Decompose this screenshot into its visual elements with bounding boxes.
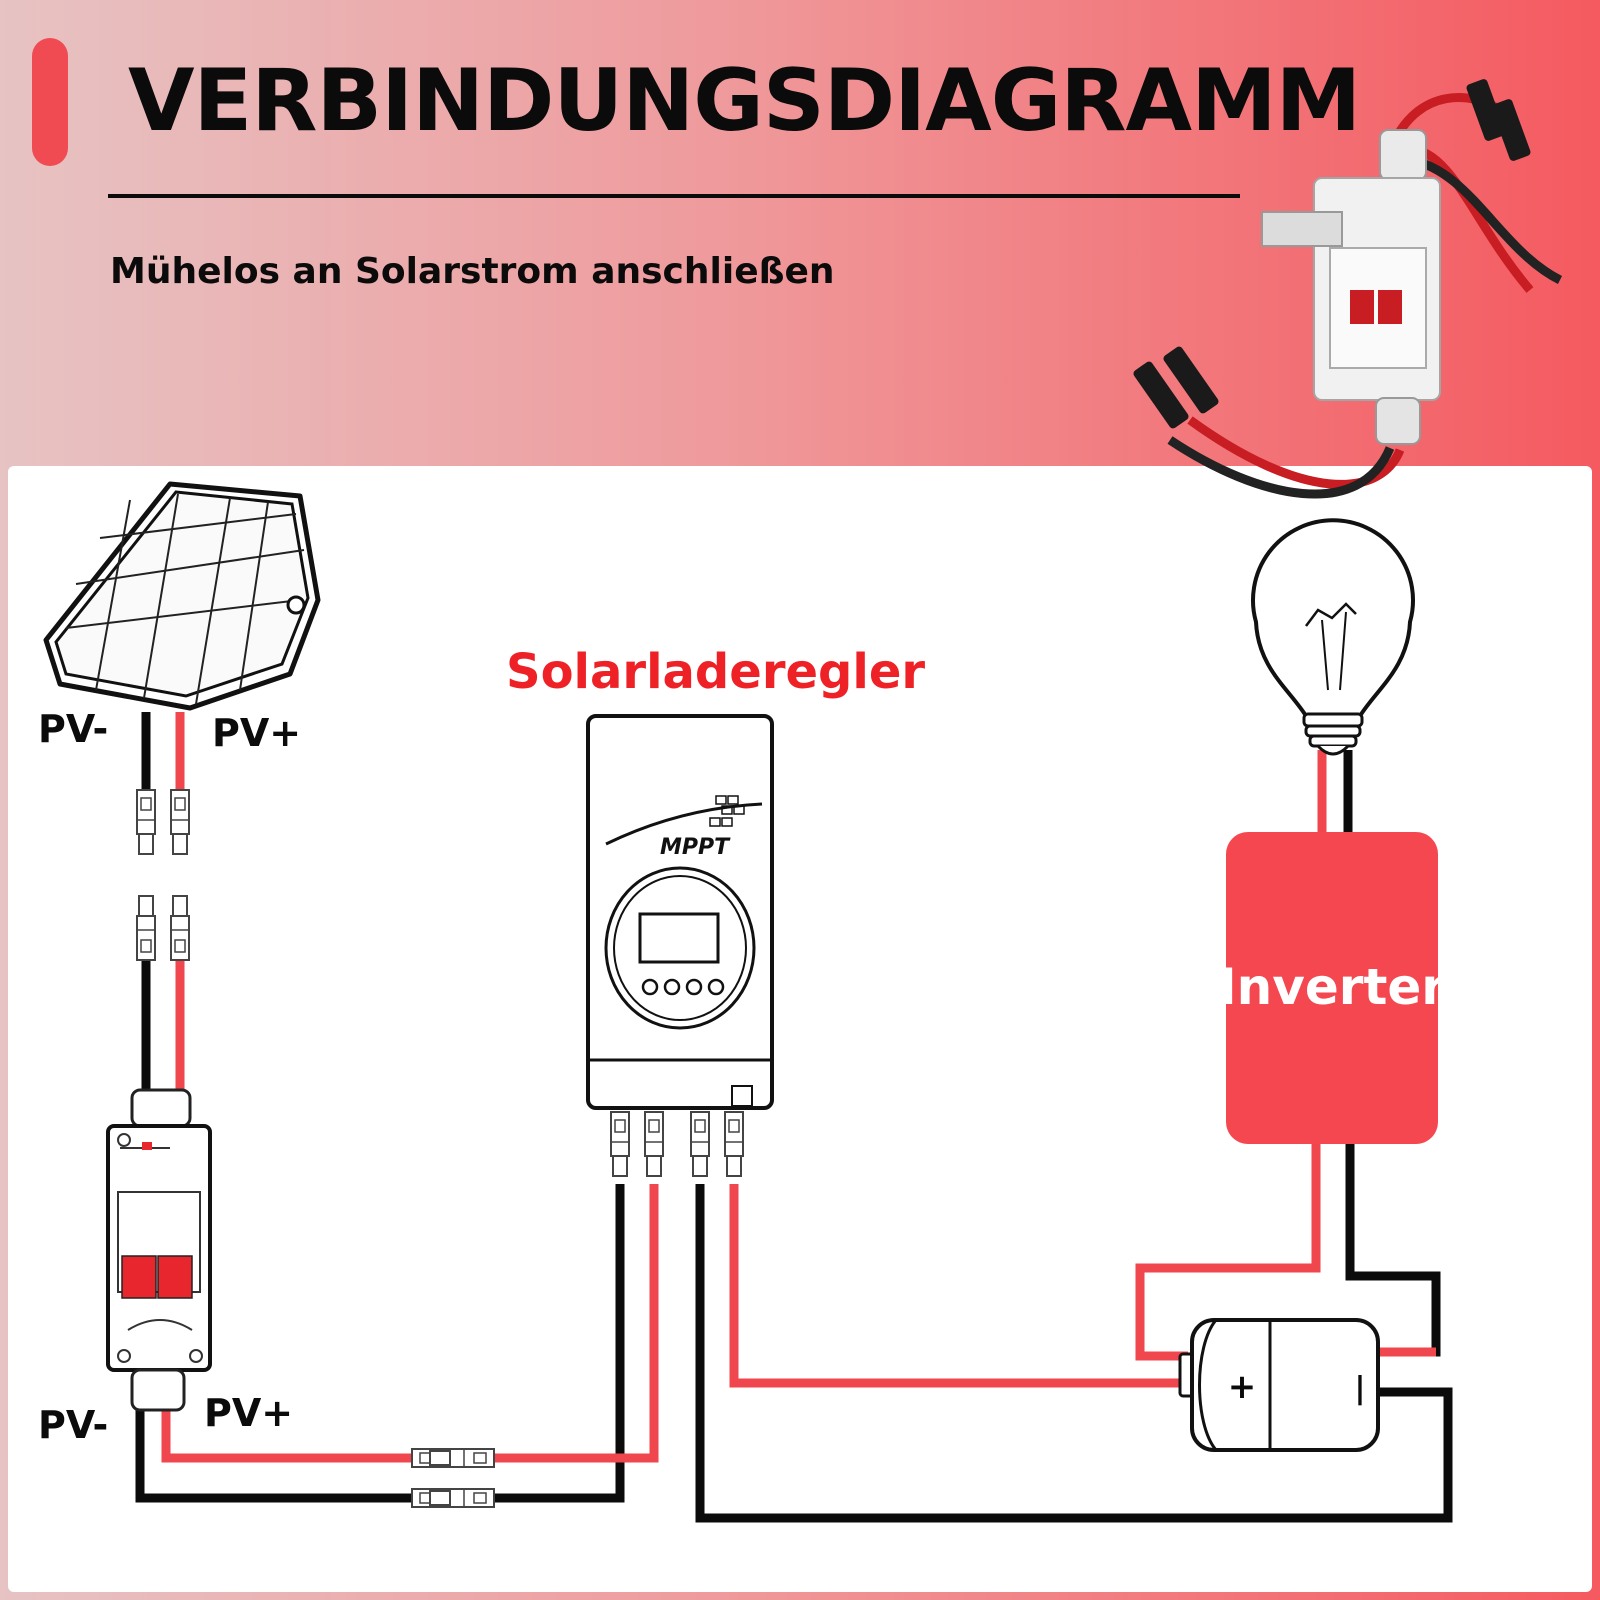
inverter-label: Inverter [1218, 958, 1446, 1016]
dc-isolator-switch-icon [106, 1088, 212, 1412]
switch-pv-minus-label: PV- [38, 1403, 108, 1447]
wire-switch-out-negative [135, 1410, 412, 1503]
solar-panel-icon [43, 481, 321, 711]
accent-bar [32, 38, 68, 166]
controller-title: Solarladeregler [506, 644, 925, 700]
inverter-box: Inverter [1218, 832, 1446, 1144]
wire-controller-pv-negative [494, 1184, 625, 1503]
wire-controller-battery-negative [695, 1184, 1453, 1523]
wire-inverter-battery-positive [1135, 1142, 1321, 1361]
wire-controller-pv-positive [494, 1184, 659, 1463]
panel-pv-minus-label: PV- [38, 707, 108, 751]
mc4-connector-icon [136, 789, 190, 961]
switch-pv-plus-label: PV+ [204, 1391, 293, 1435]
inline-mc4-connector-icon [411, 1448, 495, 1508]
wiring [135, 712, 1453, 1523]
product-photo [1133, 79, 1563, 499]
charge-controller-icon: MPPT [586, 714, 774, 1177]
battery-plus-label: + [1228, 1367, 1257, 1407]
page-subtitle: Mühelos an Solarstrom anschließen [110, 251, 835, 292]
battery-minus-label: | [1355, 1371, 1366, 1406]
battery-icon: + | [1178, 1318, 1380, 1452]
wire-switch-out-positive [161, 1410, 412, 1463]
page-title: VERBINDUNGSDIAGRAMM [128, 51, 1361, 151]
panel-pv-plus-label: PV+ [212, 711, 301, 755]
wire-controller-battery-positive [729, 1184, 1188, 1388]
light-bulb-icon [1251, 518, 1415, 756]
title-divider [108, 194, 1240, 198]
mppt-label: MPPT [660, 835, 731, 860]
